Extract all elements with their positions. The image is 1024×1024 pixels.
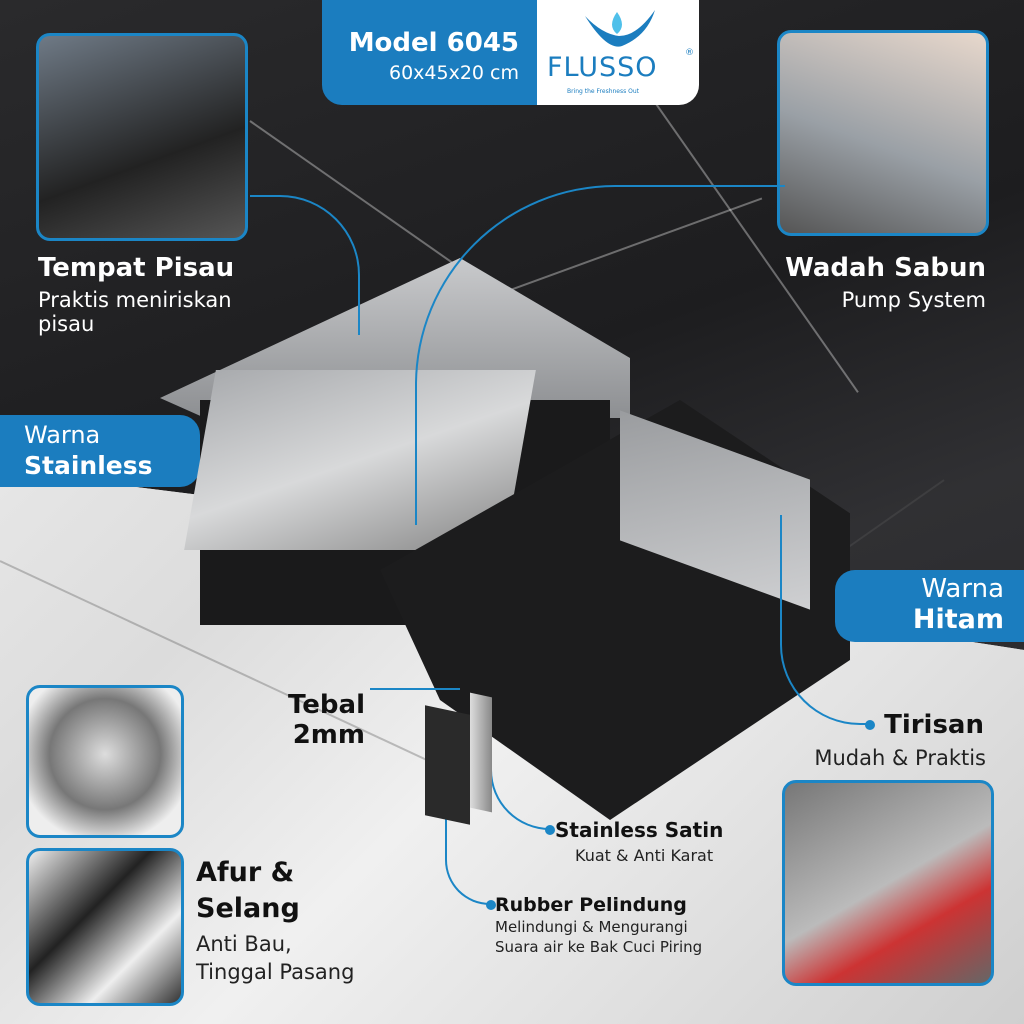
drain-desc: Anti Bau, Tinggal Pasang — [196, 930, 354, 986]
color-black-badge: Warna Hitam — [835, 570, 1024, 642]
color-stainless-badge: Warna Stainless — [0, 415, 200, 487]
model-name: Model 6045 — [348, 28, 519, 58]
satin-title: Stainless Satin — [555, 818, 724, 842]
color-value: Stainless — [24, 451, 153, 480]
brand-logo: FLUSSO ® Bring the Freshness Out — [537, 0, 699, 105]
drain-desc-1: Anti Bau, — [196, 932, 292, 956]
thickness-value: 2mm — [292, 720, 365, 750]
callout-dot — [865, 720, 875, 730]
thickness-title: Tebal — [288, 690, 365, 720]
color-value: Hitam — [912, 604, 1004, 635]
knife-desc: Praktis meniriskan pisau — [38, 288, 232, 336]
soap-pump-photo — [777, 30, 989, 236]
knife-holder-photo — [36, 33, 248, 241]
brand-tagline: Bring the Freshness Out — [567, 88, 640, 95]
drain-hose-photo — [26, 848, 184, 1006]
drain-title: Afur & Selang — [196, 855, 300, 927]
rubber-title: Rubber Pelindung — [495, 894, 687, 916]
color-label: Warna — [24, 421, 101, 449]
model-dimensions: 60x45x20 cm — [388, 62, 519, 84]
strainer-title: Tirisan — [884, 710, 984, 740]
brand-name: FLUSSO — [547, 52, 658, 83]
satin-desc: Kuat & Anti Karat — [575, 846, 714, 865]
drain-desc-2: Tinggal Pasang — [196, 960, 355, 984]
strainer-desc: Mudah & Praktis — [814, 746, 986, 770]
model-badge: Model 6045 60x45x20 cm — [322, 0, 537, 105]
callout-dot — [486, 900, 496, 910]
drain-title-1: Afur & — [196, 857, 295, 888]
callout-dot — [545, 825, 555, 835]
strainer-photo — [782, 780, 994, 986]
registered-mark: ® — [685, 48, 694, 58]
soap-desc: Pump System — [841, 288, 986, 312]
soap-title: Wadah Sabun — [785, 253, 986, 283]
color-label: Warna — [921, 574, 1004, 604]
knife-title: Tempat Pisau — [38, 253, 235, 283]
rubber-desc-2: Suara air ke Bak Cuci Piring — [495, 938, 703, 956]
callout-line — [370, 688, 460, 690]
rubber-layer-sample — [425, 705, 470, 825]
drain-title-2: Selang — [196, 893, 300, 924]
rubber-desc-1: Melindungi & Mengurangi — [495, 918, 688, 936]
logo-leaf-icon — [585, 10, 655, 47]
drain-strainer-photo — [26, 685, 184, 838]
steel-layer-sample — [470, 692, 492, 813]
